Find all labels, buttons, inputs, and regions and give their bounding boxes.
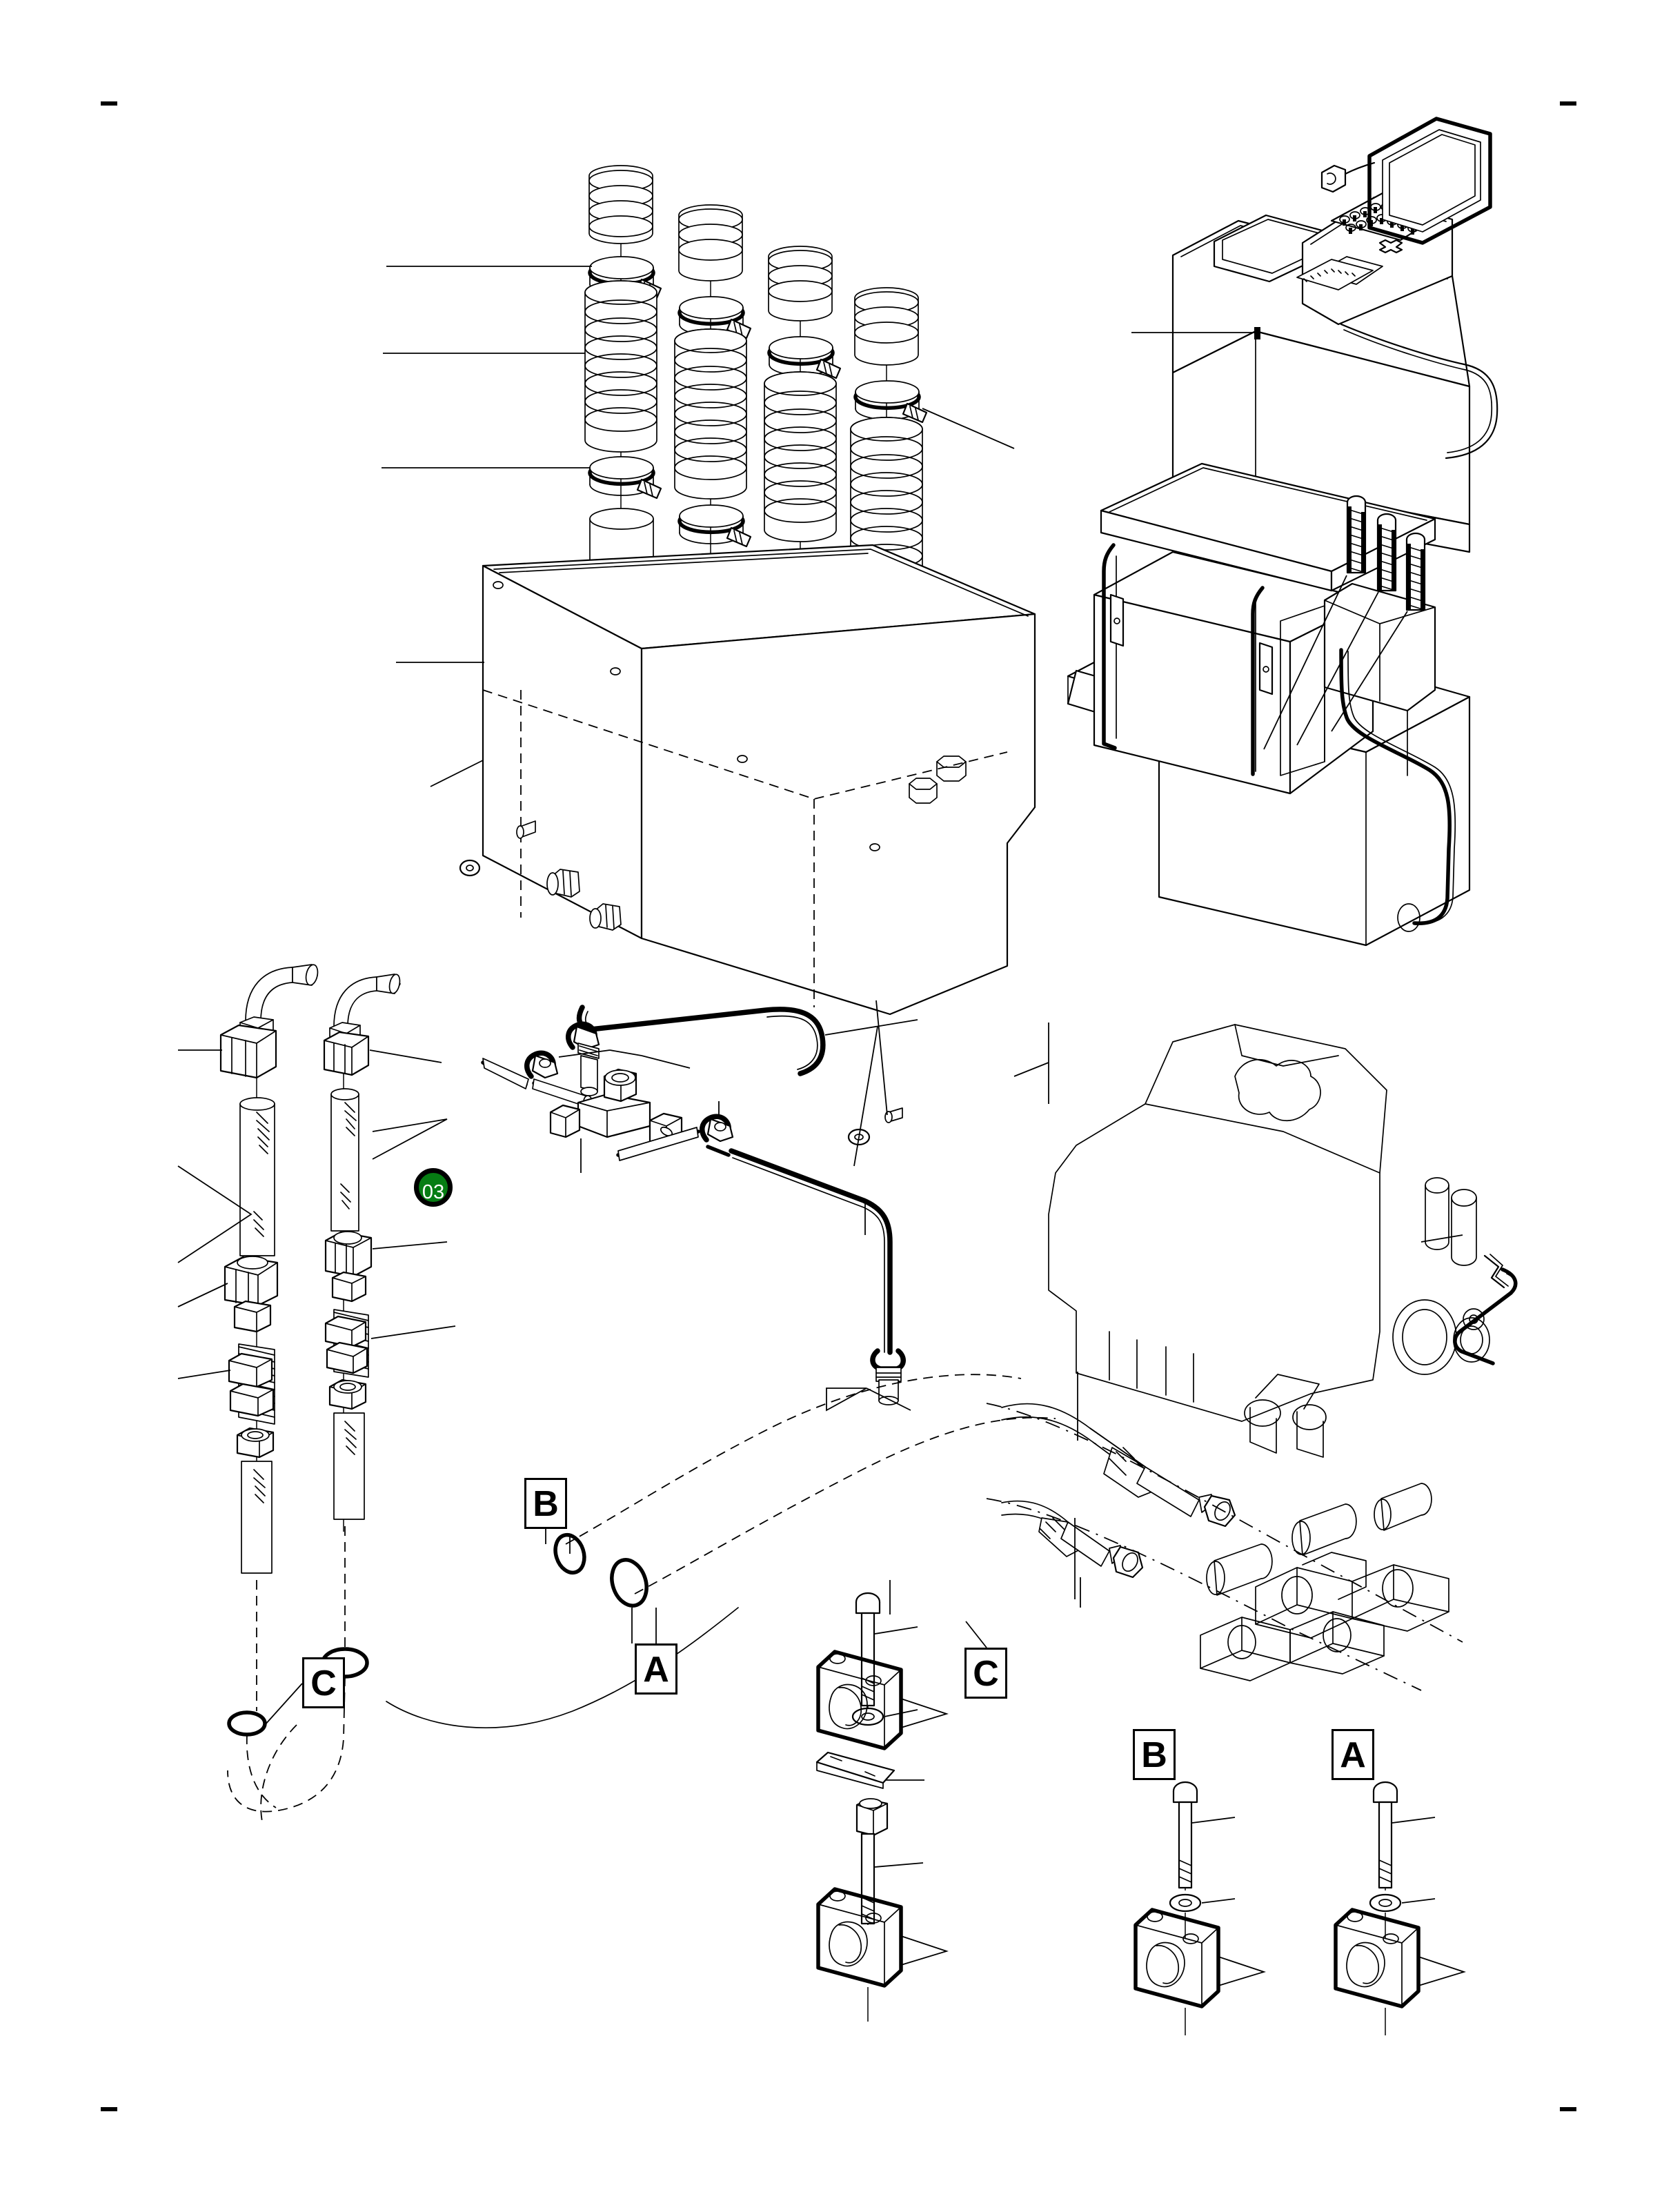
union-nut-lower-right: [324, 1231, 448, 1278]
clamp-group-a: [1334, 1781, 1466, 2035]
lock-nut-stack-left: [233, 1300, 272, 1333]
engine-block: [1013, 1023, 1518, 1458]
braided-hose-pair: [986, 1372, 1463, 1691]
hose-routing-paths: [260, 1374, 1056, 1822]
hose-clamp: [853, 380, 1015, 449]
elbow-fitting-right: [616, 1101, 734, 1161]
union-nut-upper-left: [219, 1024, 277, 1079]
valve-tee-fitting: [481, 1005, 918, 1412]
callout-box-b-upper[interactable]: B: [524, 1478, 567, 1529]
tank-side-fitting-lower: [589, 903, 622, 931]
cab-frame-module: [1067, 462, 1471, 947]
callout-box-a-upper[interactable]: A: [635, 1643, 677, 1695]
hose-column-left: [177, 964, 319, 1808]
hose-column-1: [382, 165, 662, 697]
clamp-nut-c: [855, 1798, 889, 1837]
clamp-block-upper-c: [816, 1650, 949, 1750]
braided-hose-upper-left: [239, 1097, 275, 1256]
o-ring-left: [227, 1710, 267, 1737]
clamp-block-a: [1334, 1908, 1466, 2008]
hose-clamp: [767, 336, 842, 379]
end-nut-right: [328, 1379, 367, 1410]
engine-port-cylinders: [1425, 1177, 1477, 1266]
console-monitor: [1367, 117, 1492, 245]
braided-hose-upper-right: [330, 1088, 448, 1232]
clamp-group-b: [1134, 1781, 1266, 2035]
lock-nut-stack-right: [331, 1271, 367, 1303]
index-badge-03[interactable]: 03: [414, 1168, 453, 1207]
console-knob: [1320, 161, 1376, 193]
callout-box-c-center[interactable]: C: [964, 1648, 1007, 1699]
callout-box-a-lower[interactable]: A: [1332, 1729, 1374, 1780]
callout-box-c-left[interactable]: C: [302, 1657, 345, 1708]
tank-nipple: [516, 820, 536, 839]
clamp-block-b: [1134, 1908, 1266, 2008]
end-nut-left: [236, 1427, 275, 1459]
clamp-spacer-plate-c: [815, 1751, 924, 1789]
hose-clamp: [588, 456, 662, 500]
clamp-block-lower-c: [816, 1887, 949, 1988]
tank-nipple-right: [884, 1107, 903, 1123]
hose-column-right: [227, 974, 456, 1813]
hose-elbow-end-right: [333, 974, 401, 1027]
tank-plug-nut: [936, 756, 967, 782]
registration-marks: [101, 101, 1576, 2111]
tee-valve-body: [549, 1049, 691, 1173]
tank-breather-nut: [909, 778, 938, 804]
clamp-group-c: [815, 1592, 949, 2022]
union-nut-lower-left: [224, 1256, 279, 1307]
tank-side-fitting-upper: [546, 869, 580, 898]
union-nut-upper-right: [323, 1031, 442, 1076]
tank-seal-washer-left: [459, 859, 481, 877]
deck-studs: [1346, 495, 1426, 611]
braided-hose-lower-left: [241, 1461, 273, 1574]
braided-hose-lower-right: [333, 1412, 365, 1520]
callout-leaders: [264, 1529, 987, 1726]
hose-clamp: [677, 296, 752, 339]
callout-o-rings: [553, 1532, 649, 1608]
engine-pulley-belt: [1392, 1254, 1518, 1375]
engine-feed-blocks: [1200, 1483, 1449, 1681]
hose-swivel-nut-1: [1198, 1494, 1236, 1528]
hydraulic-reservoir-tank: [396, 544, 1036, 1167]
elbow-fitting-top: [566, 1021, 600, 1096]
threaded-nipple-right: [324, 1309, 456, 1378]
callout-box-b-lower[interactable]: B: [1133, 1729, 1176, 1780]
hose-clamp: [677, 504, 752, 548]
hose-swivel-nut-2: [1109, 1545, 1144, 1579]
threaded-nipple-left: [228, 1343, 275, 1425]
tube-end-fitting: [826, 1348, 911, 1412]
misc-leaders: [889, 1577, 1081, 1614]
hose-elbow-end-left: [245, 964, 319, 1022]
